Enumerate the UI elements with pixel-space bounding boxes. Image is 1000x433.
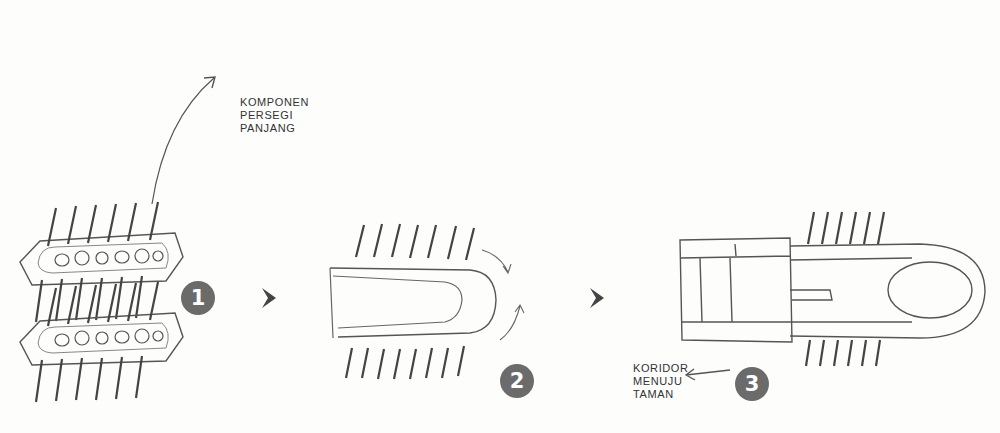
plan-loop xyxy=(790,244,985,338)
callout-number: 2 xyxy=(500,364,534,398)
callout-number: 1 xyxy=(181,281,215,315)
plan-fins xyxy=(806,212,884,366)
module-bottom xyxy=(20,282,183,402)
u-form-fins xyxy=(346,224,474,379)
callout-number: 3 xyxy=(735,367,769,401)
garden-oval xyxy=(888,262,972,318)
module-top xyxy=(20,202,183,322)
bend-arrows xyxy=(482,250,524,340)
handwritten-note: KORIDOR MENUJU TAMAN xyxy=(633,362,689,401)
callout-text: 2 xyxy=(510,369,525,393)
leader-head xyxy=(204,77,215,88)
callout-text: 3 xyxy=(745,372,760,396)
u-form-inner xyxy=(330,268,462,338)
step-chevron xyxy=(262,288,276,308)
plan-block xyxy=(680,238,792,342)
handwritten-note: KOMPONEN PERSEGI PANJANG xyxy=(240,96,309,135)
corridor-arrow xyxy=(686,369,730,380)
callout-text: 1 xyxy=(191,286,206,310)
leader-line xyxy=(152,78,214,204)
u-form-outer xyxy=(330,268,496,337)
step-chevron xyxy=(590,288,604,308)
